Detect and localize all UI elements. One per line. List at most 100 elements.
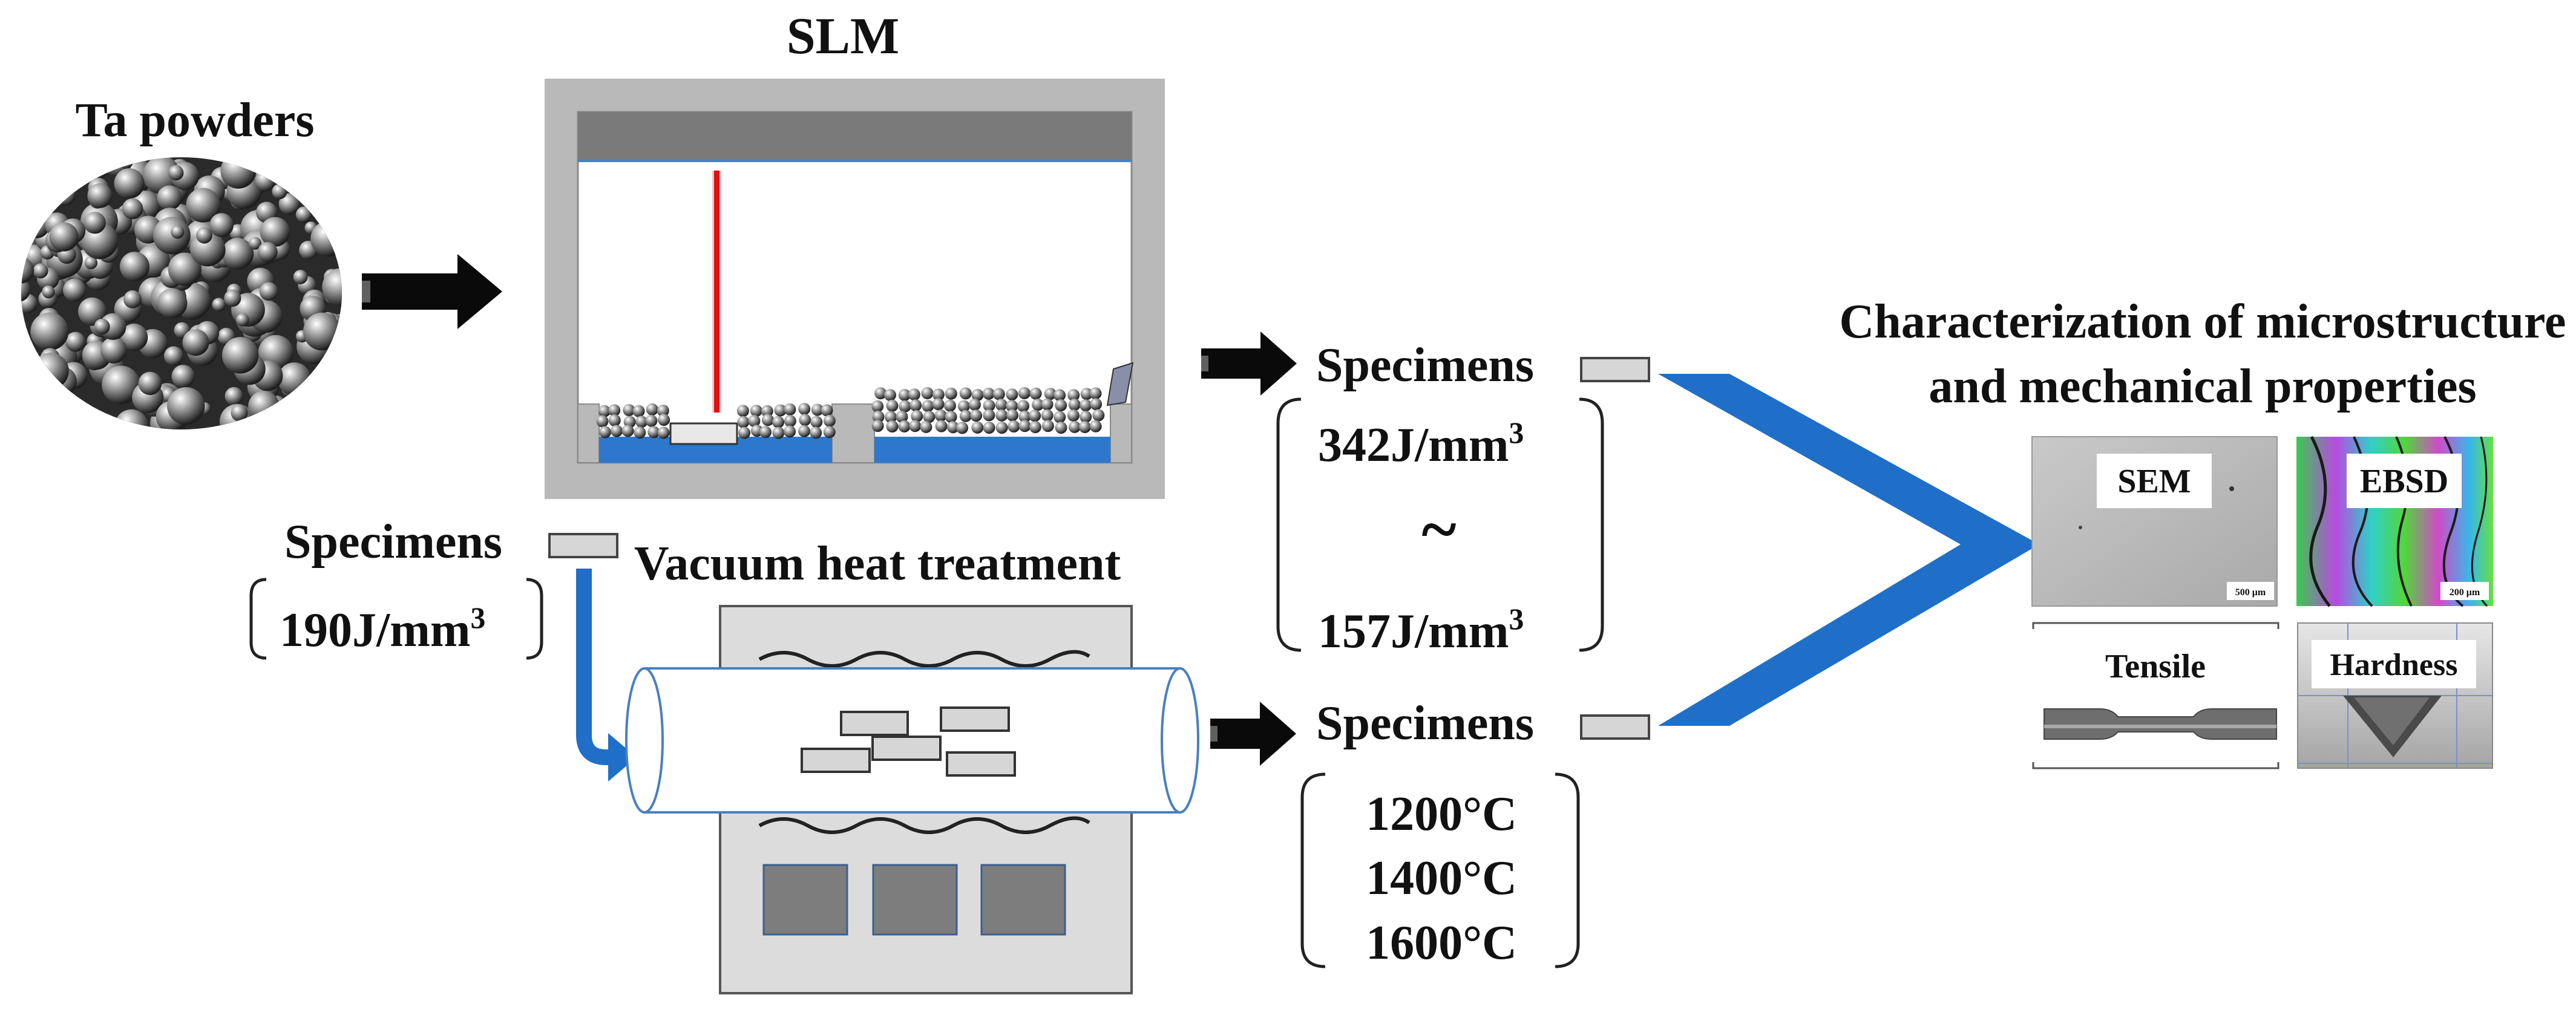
- temp-1200: 1200°C: [1366, 788, 1517, 841]
- powder-sphere: [315, 357, 342, 395]
- bed-powder: [798, 403, 811, 416]
- bed-powder: [1006, 400, 1018, 413]
- laser-beam: [714, 171, 719, 413]
- bed-powder: [810, 416, 823, 428]
- bed-powder: [784, 403, 796, 416]
- bed-powder: [736, 405, 749, 417]
- bed-powder: [1041, 420, 1054, 432]
- bed-powder: [821, 404, 833, 417]
- powder-sphere: [21, 278, 31, 302]
- sem-label: SEM: [2117, 463, 2191, 500]
- powder-sphere: [182, 329, 209, 356]
- specimens-heat-label: Specimens: [1316, 697, 1534, 750]
- powder-sphere: [42, 388, 61, 406]
- bed-powder: [738, 426, 751, 439]
- specimen-icon-slm: [1580, 357, 1650, 382]
- bed-powder: [1080, 399, 1092, 412]
- powder-sphere: [78, 297, 107, 326]
- powder-sphere: [267, 422, 283, 429]
- arrow-furnace-to-specimens: [1210, 702, 1296, 766]
- powder-sphere: [102, 365, 140, 404]
- bed-powder: [908, 388, 920, 401]
- bed-powder: [1018, 420, 1031, 432]
- bracket-left-energy: [1276, 397, 1302, 652]
- bed-powder: [623, 404, 635, 416]
- arrow-slm-to-specimens: [1201, 331, 1297, 396]
- characterization-title-line2: and mechanical properties: [1929, 360, 2476, 413]
- bed-powder: [598, 405, 611, 417]
- bed-powder: [959, 387, 972, 400]
- powder-sphere: [120, 252, 149, 282]
- bed-powder: [1067, 389, 1080, 402]
- bed-powder: [1018, 387, 1031, 399]
- bed-powder: [934, 409, 947, 422]
- bed-powder: [1018, 410, 1031, 423]
- bed-powder: [935, 420, 948, 432]
- bed-powder: [982, 387, 995, 400]
- bed-powder: [798, 425, 810, 437]
- powder-sphere: [260, 217, 290, 247]
- powder-sphere: [32, 353, 69, 390]
- bed-powder: [995, 409, 1008, 422]
- powder-sphere: [36, 165, 54, 182]
- bed-powder: [1041, 398, 1054, 411]
- tube-specimen: [940, 706, 1010, 732]
- bed-powder: [784, 415, 796, 427]
- powder-sphere: [220, 157, 257, 189]
- powder-sphere: [119, 157, 133, 169]
- bed-powder: [983, 422, 995, 434]
- powder-sphere: [224, 289, 241, 307]
- powder-sphere: [318, 160, 342, 195]
- powder-sphere: [333, 329, 342, 346]
- hardness-label: Hardness: [2330, 648, 2458, 682]
- bed-powder: [1029, 409, 1041, 422]
- hardness-panel: Hardness: [2297, 622, 2493, 769]
- bed-powder: [762, 414, 774, 426]
- bed-powder: [923, 411, 936, 423]
- ta-powders-title: Ta powders: [76, 94, 315, 147]
- bracket-left-190: [249, 578, 267, 660]
- bed-powder: [1006, 409, 1018, 422]
- bed-powder: [932, 388, 945, 401]
- bed-powder: [1054, 411, 1066, 423]
- bed-powder: [772, 426, 785, 439]
- powder-sphere: [157, 185, 182, 210]
- characterization-title-line1: Characterization of microstructure: [1839, 295, 2566, 348]
- bed-powder: [945, 387, 957, 400]
- bed-powder: [957, 400, 970, 413]
- powder-sphere: [297, 406, 320, 429]
- powder-sphere: [84, 212, 106, 234]
- bed-powder: [774, 404, 787, 417]
- powder-sphere: [87, 157, 109, 180]
- bed-powder: [971, 421, 984, 434]
- bed-powder: [658, 414, 670, 426]
- bed-powder: [971, 389, 984, 401]
- powder-sphere: [221, 238, 254, 270]
- furnace-block: [872, 864, 958, 936]
- bed-powder: [1090, 398, 1103, 411]
- bed-powder: [871, 420, 884, 432]
- powder-sphere: [318, 157, 339, 165]
- ebsd-label: EBSD: [2360, 463, 2448, 500]
- bed-powder: [871, 400, 884, 413]
- powder-sphere: [303, 312, 341, 351]
- bed-powder: [1029, 387, 1042, 400]
- powder-sphere: [21, 203, 37, 223]
- powder-sphere: [87, 183, 113, 208]
- bed-powder: [1089, 420, 1102, 432]
- bed-powder: [635, 416, 648, 428]
- bed-powder: [823, 426, 836, 439]
- bed-powder: [1055, 399, 1067, 412]
- powder-sphere: [301, 172, 324, 195]
- bed-powder: [874, 387, 887, 400]
- powder-sphere: [30, 385, 58, 413]
- bed-powder: [657, 405, 669, 417]
- tube-specimen: [840, 711, 909, 736]
- specimens-slm-label: Specimens: [1316, 339, 1534, 392]
- bed-powder: [646, 403, 658, 416]
- slm-title: SLM: [787, 7, 899, 65]
- bed-powder: [811, 403, 824, 416]
- bed-powder: [737, 416, 750, 428]
- powder-sphere: [281, 408, 304, 429]
